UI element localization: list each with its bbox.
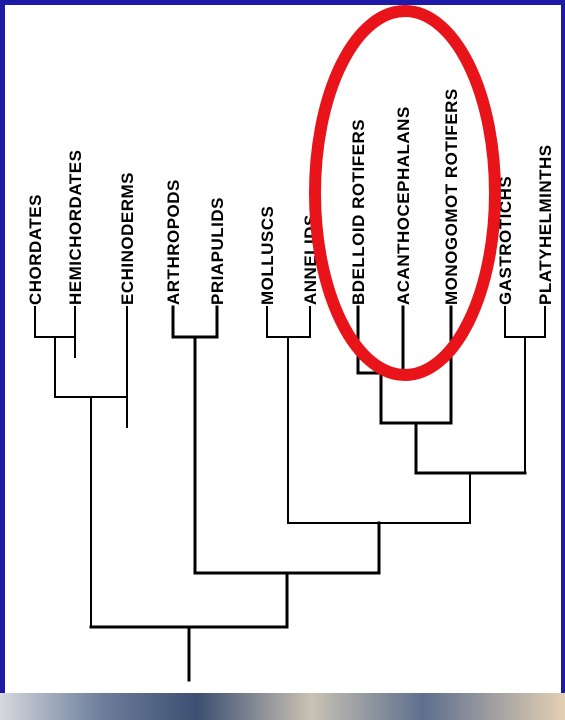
taxon-label-priapulids: PRIAPULIDS — [208, 197, 227, 305]
tree-branches — [34, 305, 546, 682]
taxon-label-molluscs: MOLLUSCS — [258, 206, 277, 305]
highlight-ellipse — [309, 5, 501, 381]
taxon-label-chordates: CHORDATES — [26, 194, 45, 305]
taxon-label-acanthocephalans: ACANTHOCEPHALANS — [394, 106, 413, 305]
taxon-label-arthropods: ARTHROPODS — [164, 179, 183, 305]
bottom-photo-strip — [0, 693, 565, 720]
taxon-label-hemichordates: HEMICHORDATES — [66, 150, 85, 305]
taxon-labels: CHORDATES HEMICHORDATES ECHINODERMS ARTH… — [26, 88, 555, 305]
taxon-label-platyhelminths: PLATYHELMINTHS — [536, 144, 555, 305]
phylogenetic-tree: CHORDATES HEMICHORDATES ECHINODERMS ARTH… — [26, 5, 555, 682]
taxon-label-bdelloid-rotifers: BDELLOID ROTIFERS — [349, 119, 368, 305]
diagram-panel: CHORDATES HEMICHORDATES ECHINODERMS ARTH… — [5, 5, 561, 693]
taxon-label-gastrotichs: GASTROTICHS — [496, 176, 515, 305]
taxon-label-echinoderms: ECHINODERMS — [118, 172, 137, 305]
taxon-label-monogomot-rotifers: MONOGOMOT ROTIFERS — [442, 88, 461, 305]
